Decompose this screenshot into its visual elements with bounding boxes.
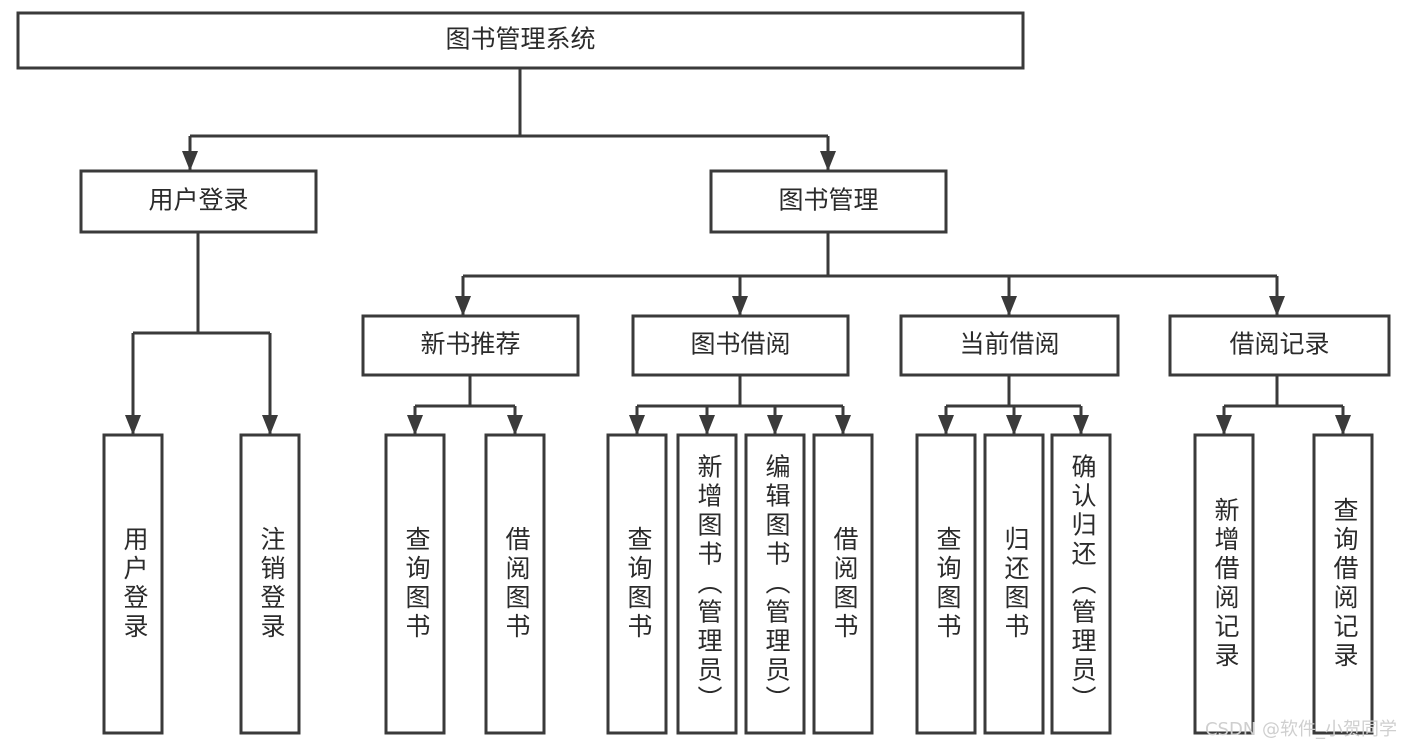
node-label: 确认归还（管理员） — [1068, 454, 1097, 715]
node-leaf-query-book-3[interactable]: 查询图书 — [915, 433, 977, 735]
node-label: 借阅图书 — [830, 526, 859, 642]
arrow-head — [938, 415, 954, 435]
node-leaf-query-book-1[interactable]: 查询图书 — [384, 433, 446, 735]
node-label: 用户登录 — [148, 186, 248, 215]
watermark-text: CSDN @软件_小贺同学 — [1204, 719, 1397, 740]
node-rect[interactable] — [983, 433, 1045, 735]
node-rect[interactable] — [239, 433, 301, 735]
arrow-head — [407, 415, 423, 435]
node-book-management[interactable]: 图书管理 — [709, 169, 948, 234]
node-rect[interactable] — [484, 433, 546, 735]
node-current-borrow[interactable]: 当前借阅 — [899, 314, 1120, 377]
node-label: 图书管理系统 — [445, 25, 595, 54]
node-book-borrow[interactable]: 图书借阅 — [631, 314, 850, 377]
node-label: 新增借阅记录 — [1211, 497, 1240, 671]
node-rect[interactable] — [1050, 433, 1112, 735]
node-leaf-add-borrow-record[interactable]: 新增借阅记录 — [1193, 433, 1255, 735]
node-root[interactable]: 图书管理系统 — [16, 11, 1025, 70]
arrow-head — [507, 415, 523, 435]
node-leaf-query-book-2[interactable]: 查询图书 — [606, 433, 668, 735]
arrow-head — [182, 151, 198, 171]
node-leaf-edit-book-admin[interactable]: 编辑图书（管理员） — [744, 433, 806, 735]
node-rect[interactable] — [812, 433, 874, 735]
node-label: 新增图书（管理员） — [694, 454, 723, 715]
node-rect[interactable] — [631, 314, 850, 377]
node-label: 借阅记录 — [1229, 330, 1329, 359]
node-rect[interactable] — [16, 11, 1025, 70]
node-label: 用户登录 — [120, 526, 149, 642]
node-leaf-confirm-return-admin[interactable]: 确认归还（管理员） — [1050, 433, 1112, 735]
node-rect[interactable] — [606, 433, 668, 735]
node-rect[interactable] — [79, 169, 318, 234]
node-label: 查询图书 — [933, 526, 962, 642]
arrow-head — [767, 415, 783, 435]
node-label: 当前借阅 — [959, 330, 1059, 359]
node-rect[interactable] — [102, 433, 164, 735]
node-leaf-query-borrow-record[interactable]: 查询借阅记录 — [1312, 433, 1374, 735]
arrow-head — [455, 296, 471, 316]
node-leaf-borrow-book-1[interactable]: 借阅图书 — [484, 433, 546, 735]
arrow-head — [1006, 415, 1022, 435]
arrow-head — [1216, 415, 1232, 435]
node-rect[interactable] — [744, 433, 806, 735]
node-rect[interactable] — [899, 314, 1120, 377]
node-leaf-user-logout[interactable]: 注销登录 — [239, 433, 301, 735]
node-label: 图书借阅 — [690, 330, 790, 359]
node-leaf-add-book-admin[interactable]: 新增图书（管理员） — [676, 433, 738, 735]
arrow-head — [820, 151, 836, 171]
arrow-head — [262, 415, 278, 435]
edges-layer — [125, 68, 1351, 435]
node-rect[interactable] — [676, 433, 738, 735]
arrow-head — [629, 415, 645, 435]
node-rect[interactable] — [1168, 314, 1391, 377]
node-user-login[interactable]: 用户登录 — [79, 169, 318, 234]
arrow-head — [1073, 415, 1089, 435]
nodes-layer: 图书管理系统用户登录图书管理新书推荐图书借阅当前借阅借阅记录用户登录注销登录查询… — [16, 11, 1391, 735]
node-leaf-user-login[interactable]: 用户登录 — [102, 433, 164, 735]
node-rect[interactable] — [361, 314, 580, 377]
node-rect[interactable] — [1193, 433, 1255, 735]
node-label: 图书管理 — [778, 186, 878, 215]
node-label: 归还图书 — [1001, 526, 1030, 642]
node-label: 查询借阅记录 — [1330, 497, 1359, 671]
node-rect[interactable] — [1312, 433, 1374, 735]
node-leaf-borrow-book-2[interactable]: 借阅图书 — [812, 433, 874, 735]
node-new-book-recommend[interactable]: 新书推荐 — [361, 314, 580, 377]
arrow-head — [1001, 296, 1017, 316]
node-rect[interactable] — [384, 433, 446, 735]
node-label: 注销登录 — [257, 526, 286, 642]
arrow-head — [125, 415, 141, 435]
node-label: 新书推荐 — [420, 330, 520, 359]
node-leaf-return-book[interactable]: 归还图书 — [983, 433, 1045, 735]
arrow-head — [835, 415, 851, 435]
node-label: 借阅图书 — [502, 526, 531, 642]
node-label: 查询图书 — [624, 526, 653, 642]
node-rect[interactable] — [709, 169, 948, 234]
arrow-head — [1335, 415, 1351, 435]
node-rect[interactable] — [915, 433, 977, 735]
arrow-head — [1269, 296, 1285, 316]
node-borrow-record[interactable]: 借阅记录 — [1168, 314, 1391, 377]
node-label: 查询图书 — [402, 526, 431, 642]
node-label: 编辑图书（管理员） — [762, 454, 791, 715]
arrow-head — [732, 296, 748, 316]
arrow-head — [699, 415, 715, 435]
